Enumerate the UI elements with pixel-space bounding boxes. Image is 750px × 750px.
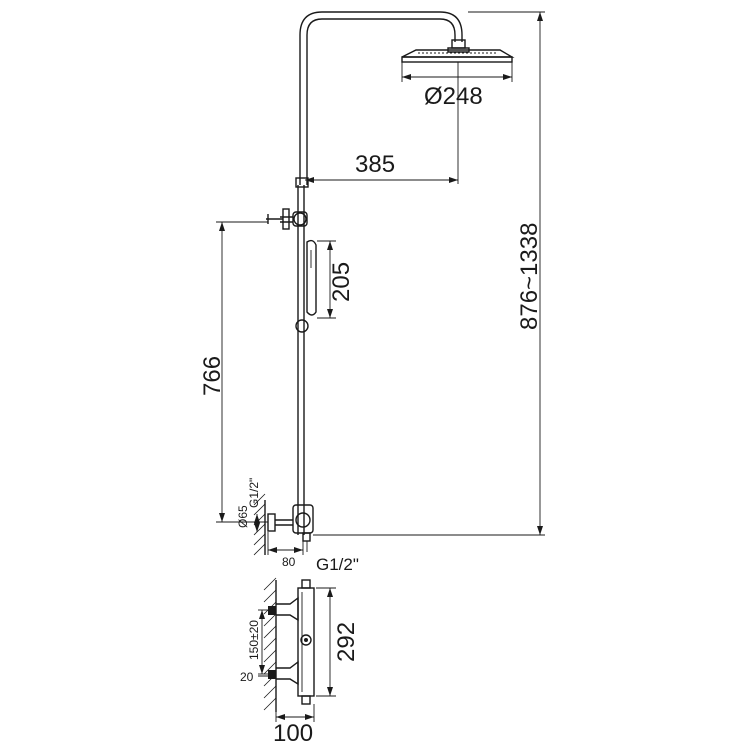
valve-depth-label: 100: [273, 720, 313, 747]
upper-wall-bracket: [266, 208, 308, 230]
arm-reach-label: 385: [355, 151, 395, 178]
total-height-label: 876~1338: [516, 223, 543, 330]
wall-depth-label: 20: [240, 670, 254, 684]
valve-dimension-lines: [258, 587, 336, 722]
inlet-thread-label: G1/2": [316, 555, 359, 574]
handshower-height-label: 205: [328, 262, 355, 302]
riser-pipe: [297, 11, 463, 535]
thermostatic-valve-side: [267, 504, 314, 542]
escutcheon-diameter-label: Ø65: [236, 505, 250, 528]
valve-height-label: 292: [333, 622, 360, 662]
dimension-lines: [216, 11, 545, 555]
valve-detail: [263, 577, 315, 712]
slide-bar-label: 766: [199, 356, 226, 396]
rain-shower-head: [401, 39, 515, 63]
inlet-thread-vertical-label: G1/2": [247, 478, 261, 508]
hand-shower: [306, 239, 317, 316]
inlet-offset-label: 80: [282, 555, 296, 569]
head-diameter-label: Ø248: [424, 83, 483, 110]
shower-column: [253, 11, 515, 556]
centre-distance-label: 150±20: [247, 620, 261, 660]
slide-holder-knob: [295, 319, 309, 333]
wall-hatch-lower: [263, 577, 277, 711]
